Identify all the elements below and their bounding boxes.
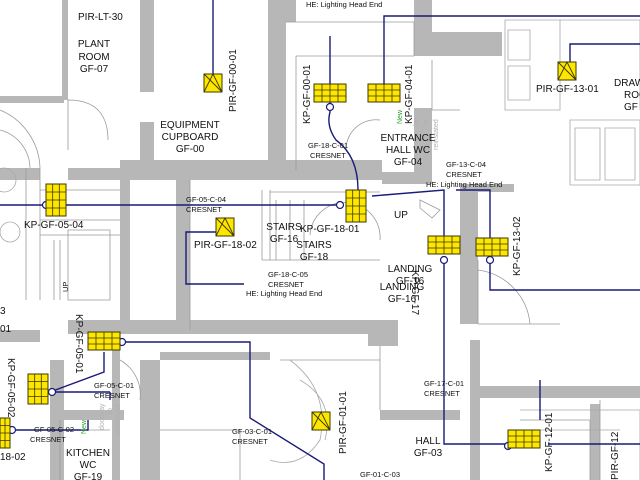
- label-kp-gf-05-02: KP-GF-05-02: [5, 358, 16, 418]
- label-edge-01: 01: [0, 324, 12, 335]
- room-hall-line2: GF-03: [414, 448, 443, 459]
- keypad-icon-kp-gf-00-01[interactable]: [313, 83, 347, 103]
- pir-sensors: [203, 60, 577, 431]
- circuit-gf-18-c-05: GF-18-C-05: [268, 270, 308, 279]
- circuit-gf-05-c-01: GF-05-C-01: [94, 381, 134, 390]
- label-kp-gf-05-01: KP-GF-05-01: [73, 314, 84, 374]
- circuit-gf-03-c-01-type: CRESNET: [232, 437, 268, 446]
- room-plant-line1: PLANT: [78, 39, 110, 50]
- keypad-icon-kp-gf-12-01[interactable]: [507, 429, 541, 449]
- label-pir-gf-18-02: PIR-GF-18-02: [194, 240, 257, 251]
- note-ghost-consult: CONSULT: [115, 402, 122, 436]
- label-kp-gf-12-01: KP-GF-12-01: [544, 412, 555, 472]
- room-landing2-line2: GF-16: [388, 294, 417, 305]
- keypad-icon-kp-gf-17[interactable]: [427, 235, 461, 255]
- room-stairs16-line1: STAIRS: [266, 222, 302, 233]
- circuit-gf-17-c-01-type: CRESNET: [424, 389, 460, 398]
- circuit-gf-05-c-04: GF-05-C-04: [186, 195, 226, 204]
- room-equipment-line1: EQUIPMENT: [160, 120, 219, 131]
- keypad-icon-kp-gf-18-01[interactable]: [345, 189, 367, 223]
- room-equipment-line2: CUPBOARD: [162, 132, 219, 143]
- label-kp-18-02: 18-02: [0, 452, 26, 463]
- note-up-2: UP: [61, 282, 70, 292]
- note-head-end-top: HE: Lighting Head End: [306, 0, 382, 9]
- room-entrance-line1: ENTRANCE: [380, 133, 435, 144]
- pir-icon-gf-18-02[interactable]: [215, 216, 235, 237]
- room-stairs18-line1: STAIRS: [296, 240, 332, 251]
- circuit-gf-13-c-04-type: CRESNET: [446, 170, 482, 179]
- room-plant-line3: GF-07: [80, 64, 109, 75]
- room-plant-line2: ROOM: [78, 52, 109, 63]
- circuit-labels: GF-18-C-01 CRESNET GF-13-C-04 CRESNET GF…: [30, 141, 486, 479]
- label-kp-gf-00-01: KP-GF-00-01: [302, 64, 313, 124]
- room-stairs16-line2: GF-16: [270, 234, 299, 245]
- room-stairs18-line2: GF-18: [300, 252, 329, 263]
- keypad-icon-kp-gf-13-02[interactable]: [475, 237, 509, 257]
- label-pir-gf-12: PIR-GF-12: [610, 431, 621, 480]
- note-new-2: New: [81, 419, 88, 434]
- keypad-icon-kp-gf-05-02[interactable]: [27, 373, 49, 405]
- room-landing1-line2: GF-16: [396, 276, 425, 287]
- room-draw-line1: DRAW: [614, 78, 640, 89]
- room-kitchen-line1: KITCHEN: [66, 448, 110, 459]
- note-ghost-reinstated: reinstated: [433, 119, 440, 150]
- device-labels: PIR-LT-30 PIR-GF-00-01 PIR-GF-13-01 PIR-…: [0, 12, 621, 480]
- circuit-gf-01-c-03: GF-01-C-03: [360, 470, 400, 479]
- note-new-1: New: [397, 109, 404, 124]
- keypads: [0, 83, 541, 449]
- circuit-gf-17-c-01: GF-17-C-01: [424, 379, 464, 388]
- circuit-gf-18-c-01: GF-18-C-01: [308, 141, 348, 150]
- note-ghost-door-to: to: [107, 408, 114, 414]
- label-kp-gf-17: KP-GF-17: [409, 270, 420, 315]
- label-kp-gf-05-04: KP-GF-05-04: [24, 220, 84, 231]
- room-kitchen-line2: WC: [80, 460, 97, 471]
- note-head-end-low: HE: Lighting Head End: [246, 289, 322, 298]
- room-equipment-line3: GF-00: [176, 144, 205, 155]
- pir-icon-gf-01-01[interactable]: [311, 410, 331, 431]
- label-kp-gf-13-02: KP-GF-13-02: [512, 216, 523, 276]
- circuit-gf-18-c-01-type: CRESNET: [310, 151, 346, 160]
- keypad-icon-kp-gf-05-04[interactable]: [45, 183, 67, 217]
- room-entrance-line2: HALL WC: [386, 145, 430, 156]
- room-landing2-line1: LANDING: [380, 282, 425, 293]
- keypad-icon-kp-gf-04-01[interactable]: [367, 83, 401, 103]
- room-labels: PLANT ROOM GF-07 EQUIPMENT CUPBOARD GF-0…: [66, 39, 640, 480]
- note-ghost-doorway: doorway: [99, 403, 106, 430]
- label-kp-gf-18-01: KP-GF-18-01: [300, 224, 360, 235]
- circuit-gf-05-c-04-type: CRESNET: [186, 205, 222, 214]
- circuit-gf-18-c-05-type: CRESNET: [268, 280, 304, 289]
- keypad-icon-kp-gf-05-01[interactable]: [87, 331, 121, 351]
- room-hall-line1: HALL: [415, 436, 440, 447]
- label-edge-3: 3: [0, 306, 6, 317]
- notes: HE: Lighting Head End HE: Lighting Head …: [61, 0, 502, 436]
- note-ghost-be: be: [413, 118, 420, 126]
- label-kp-gf-04-01: KP-GF-04-01: [404, 64, 415, 124]
- circuit-gf-03-c-01: GF-03-C-01: [232, 427, 272, 436]
- keypad-icon-kp-18-02[interactable]: [0, 417, 11, 449]
- room-draw-line2: ROO: [624, 90, 640, 101]
- label-pir-gf-13-01: PIR-GF-13-01: [536, 84, 599, 95]
- circuit-gf-05-c-02: GF-05-C-02: [34, 425, 74, 434]
- pir-icon-gf-13-01[interactable]: [557, 60, 577, 81]
- circuit-gf-13-c-04: GF-13-C-04: [446, 160, 486, 169]
- room-landing1-line1: LANDING: [388, 264, 433, 275]
- pir-icon-gf-00-01[interactable]: [203, 72, 223, 93]
- room-draw-line3: GF: [624, 102, 638, 113]
- room-kitchen-line3: GF-19: [74, 472, 103, 480]
- note-ghost-to: to: [423, 120, 430, 126]
- label-pir-gf-01-01: PIR-GF-01-01: [338, 391, 349, 454]
- note-up-1: UP: [394, 210, 408, 221]
- label-pir-lt-30: PIR-LT-30: [78, 12, 123, 23]
- note-head-end-mid: HE: Lighting Head End: [426, 180, 502, 189]
- room-entrance-line3: GF-04: [394, 157, 423, 168]
- label-pir-gf-00-01: PIR-GF-00-01: [228, 49, 239, 112]
- circuit-gf-05-c-01-type: CRESNET: [94, 391, 130, 400]
- circuit-gf-05-c-02-type: CRESNET: [30, 435, 66, 444]
